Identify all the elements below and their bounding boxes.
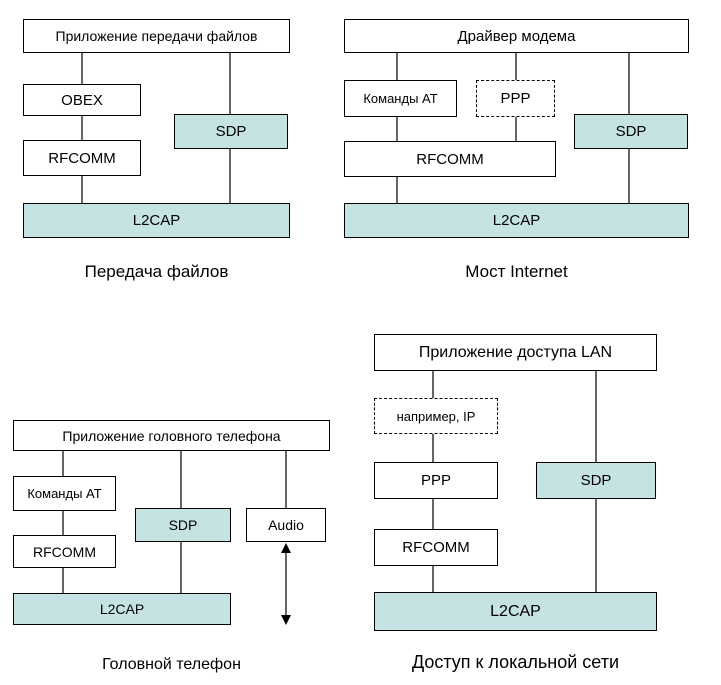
lan-ip-box: например, IP: [374, 398, 498, 434]
ib-driver-box: Драйвер модема: [344, 19, 689, 53]
lan-app-box: Приложение доступа LAN: [374, 334, 657, 371]
lan-ppp-box: PPP: [374, 462, 498, 499]
ib-at-box: Команды AT: [344, 80, 457, 117]
ft-sdp-box: SDP: [174, 114, 288, 149]
hs-audio-box: Audio: [246, 508, 326, 542]
hs-app-box: Приложение головного телефона: [13, 420, 330, 451]
ft-obex-box: OBEX: [23, 84, 141, 116]
lan-rfcomm-box: RFCOMM: [374, 529, 498, 566]
lan-caption: Доступ к локальной сети: [411, 652, 620, 672]
ft-l2cap-box: L2CAP: [23, 203, 290, 238]
ib-ppp-box: PPP: [476, 80, 555, 117]
ib-rfcomm-box: RFCOMM: [344, 141, 556, 177]
hs-l2cap-box: L2CAP: [13, 593, 231, 625]
hs-rfcomm-box: RFCOMM: [13, 535, 116, 568]
hs-at-box: Команды AT: [13, 476, 116, 511]
lan-l2cap-box: L2CAP: [374, 592, 657, 631]
ft-rfcomm-box: RFCOMM: [23, 140, 141, 176]
hs-sdp-box: SDP: [135, 508, 231, 542]
lan-sdp-box: SDP: [536, 462, 656, 499]
hs-caption: Головной телефон: [102, 656, 241, 673]
ft-caption: Передача файлов: [84, 262, 229, 281]
ft-app-box: Приложение передачи файлов: [23, 19, 290, 53]
ib-caption: Мост Internet: [465, 262, 568, 281]
ib-sdp-box: SDP: [574, 114, 688, 149]
ib-l2cap-box: L2CAP: [344, 203, 689, 238]
